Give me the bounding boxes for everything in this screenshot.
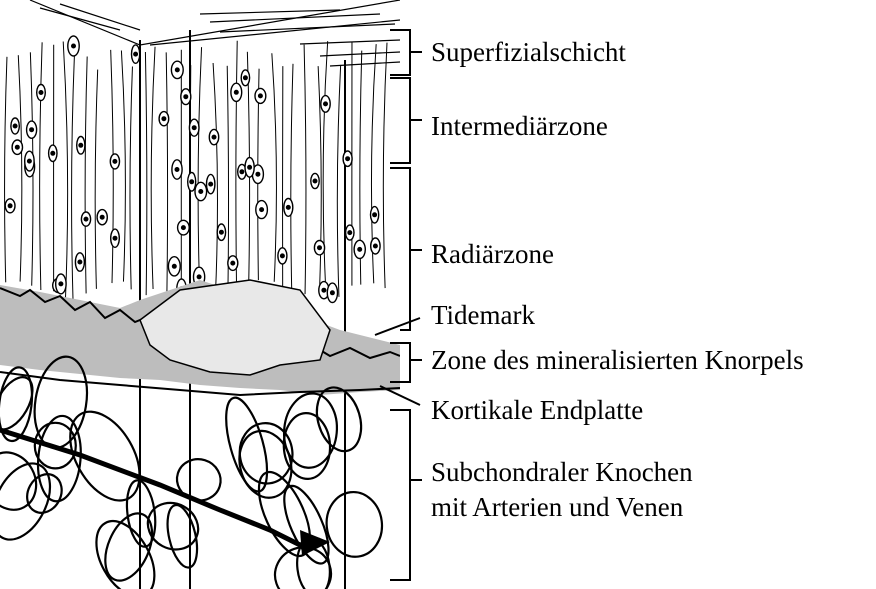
chondrocyte-nucleus bbox=[199, 190, 203, 194]
trabecula bbox=[172, 454, 226, 506]
chondrocyte-nucleus bbox=[173, 265, 177, 269]
collagen-fiber bbox=[151, 47, 155, 289]
chondrocyte-nucleus bbox=[39, 91, 43, 95]
chondrocyte-nucleus bbox=[259, 94, 263, 98]
collagen-fiber bbox=[5, 57, 7, 282]
collagen-fiber bbox=[95, 70, 98, 289]
trabecula bbox=[84, 511, 166, 589]
label-cortical-endplate: Kortikale Endplatte bbox=[431, 394, 643, 426]
chondrocyte-nucleus bbox=[346, 157, 350, 161]
chondrocyte-nucleus bbox=[281, 254, 285, 258]
chondrocyte-nucleus bbox=[240, 170, 244, 174]
zone-brackets bbox=[375, 30, 422, 580]
trabecula bbox=[323, 489, 386, 560]
chondrocyte-nucleus bbox=[28, 159, 32, 163]
collagen-fiber bbox=[145, 52, 146, 295]
chondrocyte-nucleus bbox=[248, 166, 252, 170]
chondrocyte-nucleus bbox=[244, 76, 248, 80]
tissue-block bbox=[0, 0, 400, 589]
label-subchondral-bone-line2: mit Arterien und Venen bbox=[431, 491, 683, 523]
chondrocyte-nucleus bbox=[212, 135, 216, 139]
collagen-fiber bbox=[72, 53, 75, 299]
chondrocyte-nucleus bbox=[373, 213, 377, 217]
collagen-fiber bbox=[130, 67, 132, 290]
chondrocyte-nucleus bbox=[322, 288, 326, 292]
chondrocyte-nucleus bbox=[331, 291, 335, 295]
collagen-fiber bbox=[166, 52, 167, 293]
collagen-fiber bbox=[18, 55, 22, 281]
chondrocyte-nucleus bbox=[220, 230, 224, 234]
chondrocyte-nucleus bbox=[235, 91, 239, 95]
blood-vessel bbox=[0, 430, 320, 545]
chondrocyte-nucleus bbox=[13, 124, 17, 128]
collagen-fiber bbox=[40, 42, 42, 290]
chondrocyte-nucleus bbox=[176, 68, 180, 72]
collagen-fiber bbox=[198, 47, 201, 295]
label-intermediate-zone: Intermediärzone bbox=[431, 110, 608, 142]
chondrocyte-nucleus bbox=[260, 208, 264, 212]
chondrocyte-nucleus bbox=[184, 95, 188, 99]
chondrocyte-nucleus bbox=[100, 215, 104, 219]
collagen-fibers bbox=[5, 41, 387, 299]
chondrocyte-nucleus bbox=[15, 145, 19, 149]
chondrocyte-nucleus bbox=[231, 261, 235, 265]
label-radial-zone: Radiärzone bbox=[431, 238, 554, 270]
chondrocyte-nucleus bbox=[197, 275, 201, 279]
chondrocyte-nucleus bbox=[313, 179, 317, 183]
chondrocyte-nucleus bbox=[79, 144, 83, 148]
chondrocyte-nucleus bbox=[134, 52, 138, 56]
collagen-fiber bbox=[304, 45, 306, 295]
superficial-layer bbox=[30, 0, 400, 66]
collagen-fiber bbox=[121, 51, 125, 282]
chondrocyte-nucleus bbox=[30, 128, 34, 132]
chondrocyte-nucleus bbox=[78, 260, 82, 264]
chondrocyte-nucleus bbox=[358, 248, 362, 252]
label-mineralized-cartilage: Zone des mineralisierten Knorpels bbox=[431, 344, 804, 376]
chondrocyte-nucleus bbox=[84, 217, 88, 221]
collagen-fiber bbox=[236, 41, 237, 287]
chondrocyte-nucleus bbox=[190, 180, 194, 184]
chondrocyte-nucleus bbox=[318, 246, 322, 250]
chondrocyte-nucleus bbox=[113, 236, 117, 240]
chondrocyte-nucleus bbox=[113, 160, 117, 164]
chondrocyte-nucleus bbox=[8, 204, 12, 208]
chondrocyte-nucleus bbox=[192, 126, 196, 130]
chondrocyte-nucleus bbox=[59, 282, 63, 286]
trabecula bbox=[218, 394, 275, 496]
chondrocyte-nucleus bbox=[209, 182, 213, 186]
label-tidemark: Tidemark bbox=[431, 299, 535, 331]
collagen-fiber bbox=[63, 42, 67, 299]
collagen-fiber bbox=[337, 65, 340, 297]
label-subchondral-bone-line1: Subchondraler Knochen bbox=[431, 456, 693, 488]
chondrocyte-nucleus bbox=[256, 172, 260, 176]
collagen-fiber bbox=[85, 57, 87, 294]
chondrocyte-nucleus bbox=[182, 226, 186, 230]
chondrocyte-nucleus bbox=[72, 44, 76, 48]
chondrocyte-nucleus bbox=[51, 152, 55, 156]
subchondral-bone bbox=[0, 353, 386, 589]
label-superficial-layer: Superfizialschicht bbox=[431, 36, 626, 68]
chondrocyte-nucleus bbox=[175, 168, 179, 172]
collagen-fiber bbox=[272, 53, 277, 282]
chondrocyte-nucleus bbox=[324, 102, 328, 106]
collagen-fiber bbox=[291, 64, 293, 298]
chondrocyte-nucleus bbox=[374, 244, 378, 248]
chondrocyte-nucleus bbox=[348, 231, 352, 235]
collagen-fiber bbox=[383, 43, 387, 288]
chondrocyte-nucleus bbox=[287, 206, 291, 210]
chondrocyte-nucleus bbox=[162, 117, 166, 121]
